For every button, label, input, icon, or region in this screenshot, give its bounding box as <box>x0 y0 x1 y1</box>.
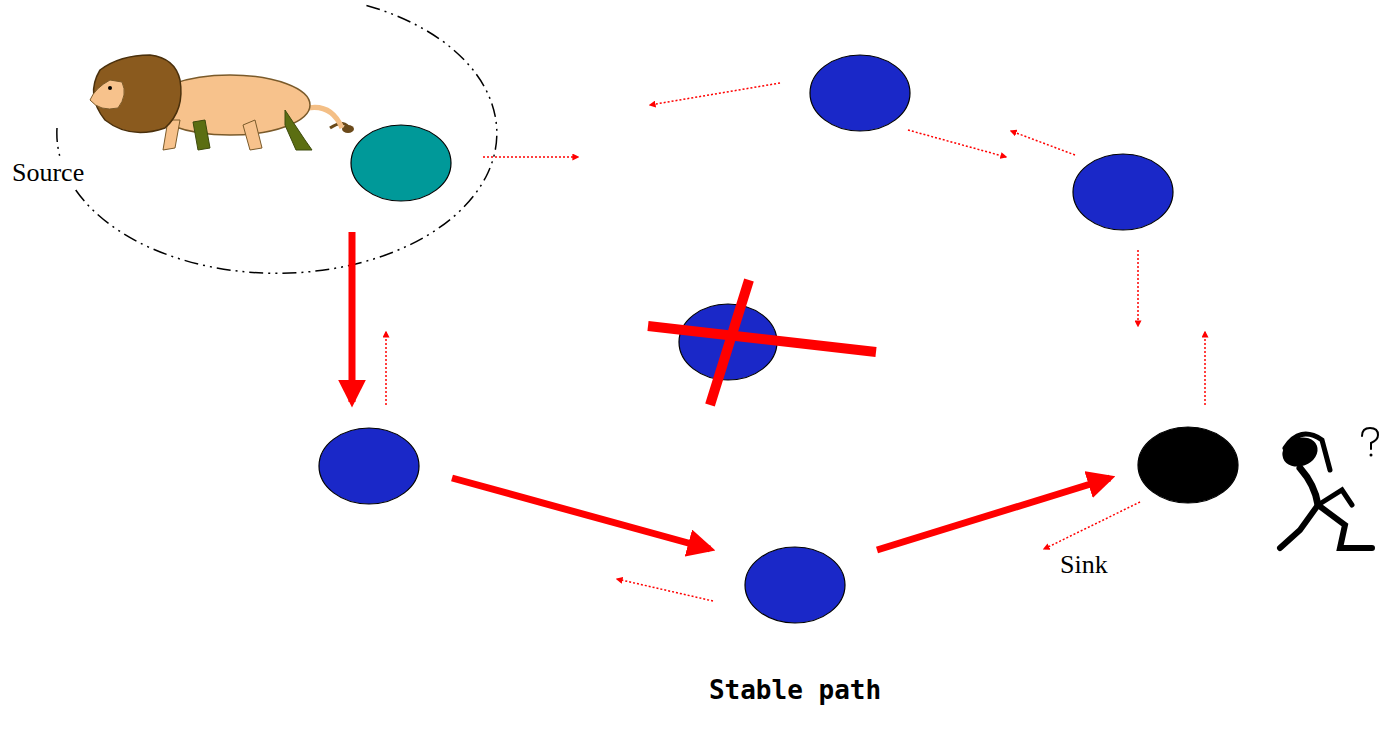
dotted-messages <box>386 83 1205 601</box>
node-label-group: Source <box>10 158 86 188</box>
sensor-nodes <box>319 55 1238 623</box>
node-label: Source <box>10 158 86 188</box>
diagram-caption: Stable path <box>709 675 881 705</box>
lion-figure <box>90 55 354 150</box>
node-label-group: Sink <box>1058 550 1110 580</box>
source-region <box>57 5 497 273</box>
stable-path-arrows <box>352 232 1110 550</box>
failure-cross <box>648 280 876 405</box>
confused-person <box>1278 428 1378 548</box>
node-label: Sink <box>1058 550 1110 580</box>
